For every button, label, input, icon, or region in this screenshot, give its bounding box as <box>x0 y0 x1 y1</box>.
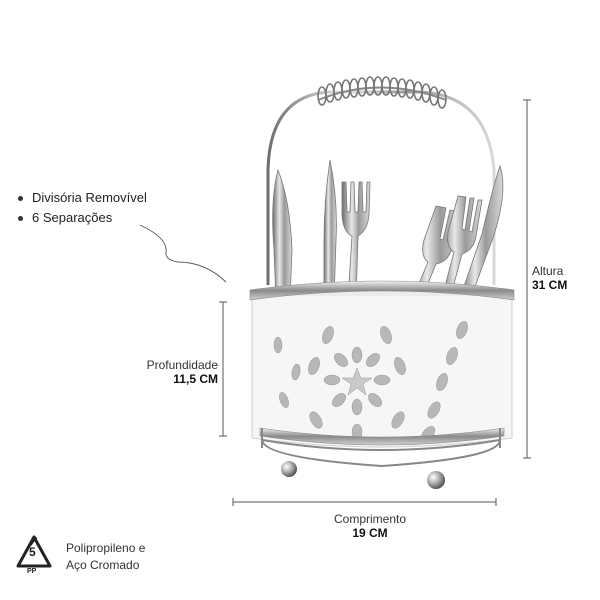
bullet-icon <box>18 195 23 201</box>
recycle-code: 5 <box>29 545 36 559</box>
length-label: Comprimento <box>333 512 407 526</box>
feature-label: 6 Separações <box>32 210 113 225</box>
material-line: Polipropileno e <box>66 541 146 555</box>
handle-spring <box>317 76 447 109</box>
depth-value: 11,5 CM <box>173 372 218 386</box>
feature-list: Divisória Removível 6 Separações <box>18 188 147 228</box>
recycle-icon <box>16 535 52 568</box>
container-body <box>251 283 513 448</box>
feature-label: Divisória Removível <box>32 190 147 205</box>
material-info: Polipropileno e Aço Cromado <box>66 540 145 574</box>
dimension-lines <box>219 99 531 506</box>
height-value: 31 CM <box>532 278 568 292</box>
height-label: Altura <box>532 264 564 278</box>
feature-item: 6 Separações <box>18 208 147 228</box>
depth-dimension: Profundidade 11,5 CM <box>118 358 218 386</box>
height-dimension: Altura 31 CM <box>532 264 567 292</box>
bullet-icon <box>18 215 23 221</box>
foot-ball <box>427 471 445 489</box>
base-ring <box>259 427 505 446</box>
foot-ball <box>281 461 297 477</box>
depth-label: Profundidade <box>146 358 218 372</box>
container-rim <box>249 280 515 301</box>
material-line: Aço Cromado <box>66 558 140 572</box>
leaf-pattern <box>273 321 468 442</box>
length-dimension: Comprimento 19 CM <box>300 512 440 540</box>
length-value: 19 CM <box>352 526 388 540</box>
recycle-abbr: PP <box>27 568 37 575</box>
pointer-line <box>139 224 227 283</box>
feature-item: Divisória Removível <box>18 188 147 208</box>
